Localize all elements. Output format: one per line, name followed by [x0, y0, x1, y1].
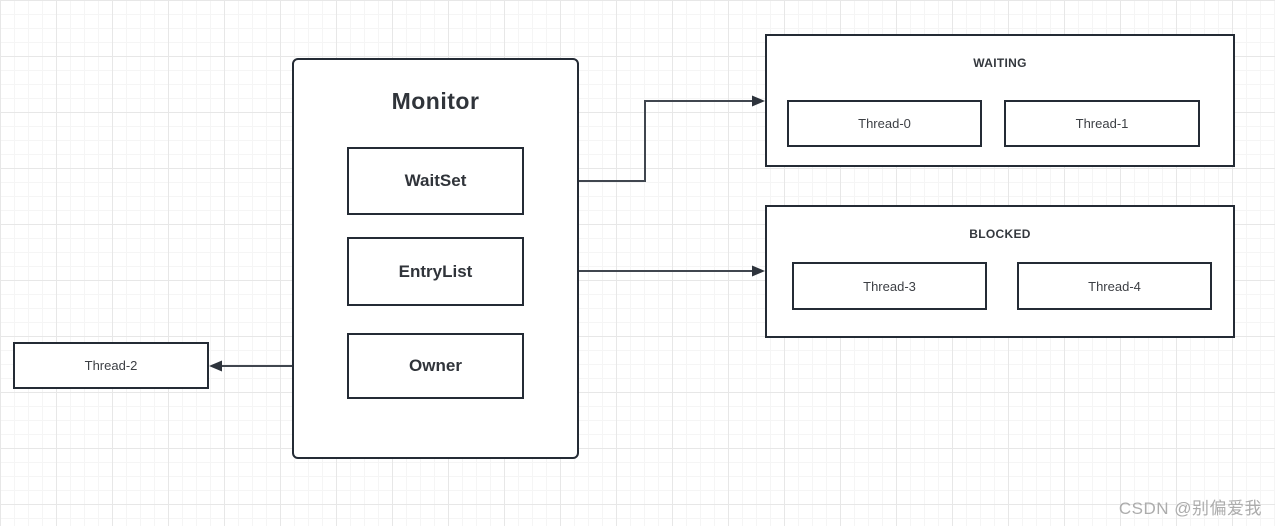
- thread-4-box: Thread-4: [1017, 262, 1212, 310]
- owner-box: Owner: [347, 333, 524, 399]
- thread-0-box: Thread-0: [787, 100, 982, 147]
- watermark-text: CSDN @别偏爱我: [1118, 499, 1262, 518]
- thread-2-box: Thread-2: [13, 342, 209, 389]
- thread-3-box: Thread-3: [792, 262, 987, 310]
- arrow-entrylist-head-icon: [752, 265, 765, 277]
- waitset-box: WaitSet: [347, 147, 524, 215]
- arrow-owner-head-icon: [209, 360, 222, 372]
- entrylist-box: EntryList: [347, 237, 524, 306]
- blocked-group-title: BLOCKED: [969, 227, 1031, 241]
- arrow-waitset-head-icon: [752, 95, 765, 107]
- waiting-group-title: WAITING: [973, 56, 1027, 70]
- monitor-title: Monitor: [391, 88, 480, 114]
- thread-1-box: Thread-1: [1004, 100, 1200, 147]
